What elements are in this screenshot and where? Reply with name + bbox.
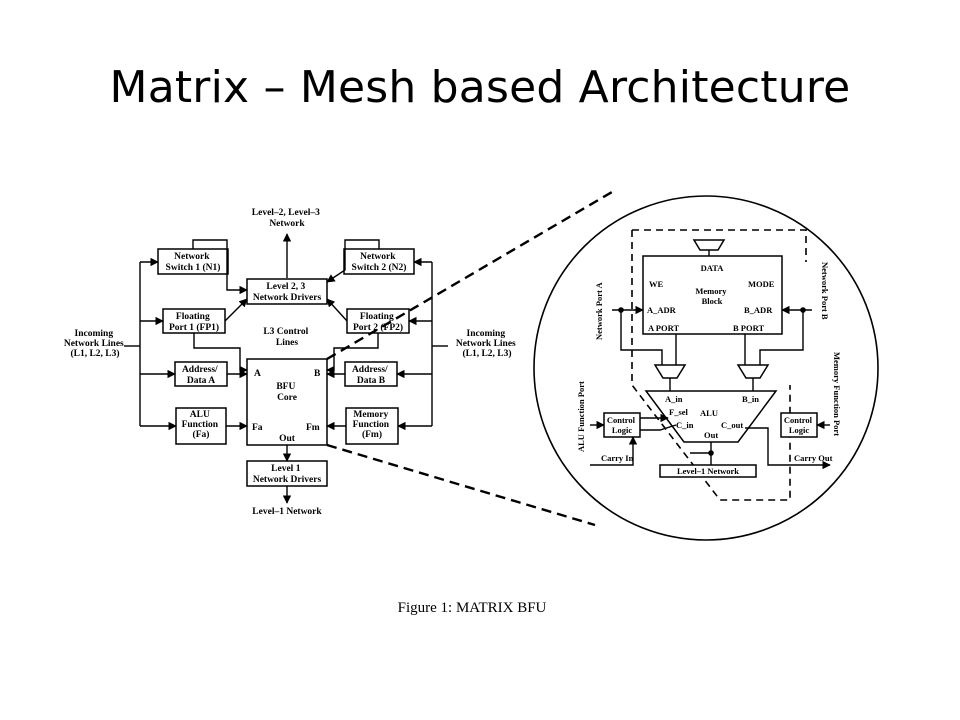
control-logic-left-box [603, 412, 641, 438]
level23-drivers-box [246, 278, 328, 305]
bfu-core-box [246, 358, 328, 446]
zoom-circle [533, 195, 879, 541]
f-sel-label: F_sel [669, 407, 689, 417]
level1-network-right-label: Level–1 Network [677, 466, 739, 476]
address-data-b-label: Address/ Data B [352, 365, 390, 386]
control-logic-right-label: Control Logic [784, 415, 814, 435]
network-port-b-label: Network Port B [820, 262, 830, 320]
network-switch-1-box [157, 248, 229, 275]
carry-in-label: Carry In [601, 453, 634, 463]
mode-label: MODE [748, 279, 775, 289]
control-logic-left-label: Control Logic [607, 415, 637, 435]
alu-label: ALU [700, 408, 718, 418]
memory-block-label: Memory Block [695, 286, 728, 306]
level1-drivers-label: Level 1 Network Drivers [253, 464, 322, 485]
floating-port-1-label: Floating Port 1 (FP1) [169, 312, 219, 333]
a-in-label: A_in [665, 394, 683, 404]
incoming-left-label: Incoming Network Lines (L1, L2, L3) [64, 329, 126, 359]
left-block-diagram: Level–2, Level–3 Network Network Switch … [64, 208, 518, 517]
memory-function-port-label: Memory Function Port [832, 352, 842, 436]
alu-function-port-label: ALU Function Port [576, 381, 586, 452]
bfu-core-outline [631, 229, 807, 501]
left-bus-wiring [124, 239, 248, 431]
slide-title: Matrix – Mesh based Architecture [109, 62, 851, 113]
bfu-core-label: BFU Core [276, 382, 297, 403]
mux-b [736, 364, 770, 379]
l3-control-lines-label: L3 Control Lines [263, 327, 310, 348]
zoom-line-bottom [326, 443, 596, 527]
right-bus-wiring [326, 239, 448, 431]
c-in-label: C_in [676, 420, 694, 430]
alu-function-box [175, 407, 227, 445]
out-label: Out [704, 430, 718, 440]
bfu-port-a: A [254, 369, 261, 379]
bfu-detail-circle: DATA WE MODE Memory Block A_ADR B_ADR A … [533, 195, 879, 541]
level23-network-label: Level–2, Level–3 Network [252, 208, 322, 229]
floating-port-2-label: Floating Port 2 (FP2) [353, 312, 403, 333]
data-label: DATA [701, 263, 725, 273]
bfu-port-out: Out [279, 434, 296, 444]
carry-out-label: Carry Out [794, 453, 833, 463]
network-switch-2-label: Network Switch 2 (N2) [352, 252, 407, 273]
b-port-label: B PORT [733, 323, 764, 333]
zoom-line-top [326, 190, 613, 361]
b-in-label: B_in [742, 394, 759, 404]
c-out-label: C_out [721, 420, 743, 430]
memory-wiring [612, 250, 812, 365]
bfu-port-b: B [314, 369, 321, 379]
alu-shape [644, 390, 778, 443]
level1-network-label: Level–1 Network [252, 507, 322, 517]
level23-drivers-label: Level 2, 3 Network Drivers [253, 282, 322, 303]
figure-caption: Figure 1: MATRIX BFU [398, 600, 547, 616]
level1-network-bar [659, 464, 757, 478]
data-mux-top [692, 239, 726, 251]
we-label: WE [649, 279, 664, 289]
network-switch-1-label: Network Switch 1 (N1) [166, 252, 221, 273]
address-data-a-label: Address/ Data A [182, 365, 220, 386]
control-logic-right-box [780, 412, 818, 438]
bfu-port-fm: Fm [306, 423, 320, 433]
network-port-a-label: Network Port A [594, 282, 604, 340]
mux-a [653, 364, 687, 379]
memory-function-label: Memory Function (Fm) [353, 410, 392, 440]
a-adr-label: A_ADR [647, 305, 677, 315]
b-adr-label: B_ADR [744, 305, 773, 315]
a-port-label: A PORT [648, 323, 679, 333]
address-data-a-box [174, 361, 228, 387]
incoming-right-label: Incoming Network Lines (L1, L2, L3) [456, 329, 518, 359]
memory-block-box [642, 255, 783, 335]
bfu-port-fa: Fa [252, 423, 263, 433]
alu-function-label: ALU Function (Fa) [182, 410, 221, 440]
